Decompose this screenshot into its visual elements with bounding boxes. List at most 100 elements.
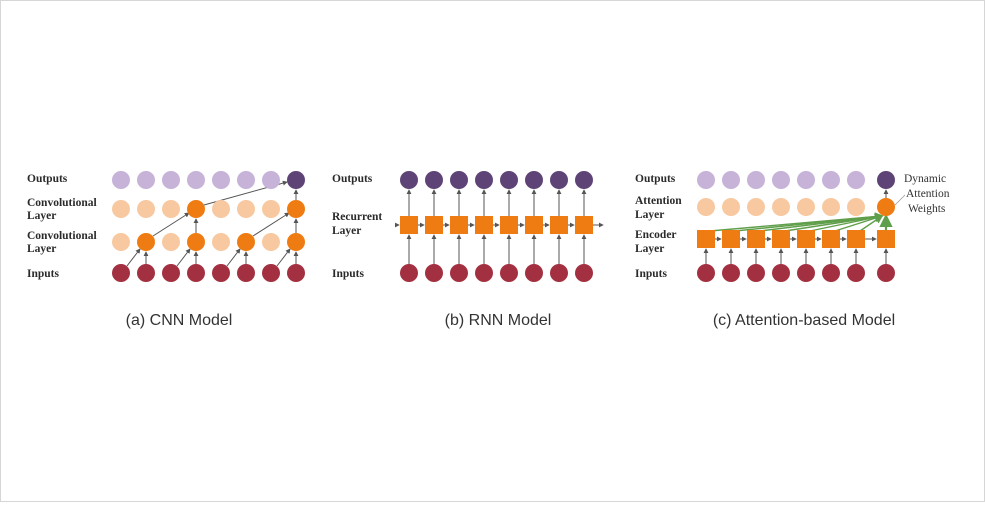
cnn-input-diagonal-edge bbox=[176, 248, 191, 267]
cnn-conv-bottom-node bbox=[187, 233, 205, 251]
cnn-conv-top-node bbox=[137, 200, 155, 218]
attention-inputs-label: Inputs bbox=[635, 268, 667, 280]
cnn-outputs-label: Outputs bbox=[27, 173, 68, 185]
rnn-output-node bbox=[525, 171, 543, 189]
cnn-conv-bottom-node bbox=[287, 233, 305, 251]
rnn-recurrent-label-line1: Recurrent bbox=[332, 211, 382, 223]
cnn-conv-diagonal-edge bbox=[152, 212, 190, 237]
rnn-input-node bbox=[475, 264, 493, 282]
attention-input-node bbox=[847, 264, 865, 282]
attention-output-node bbox=[747, 171, 765, 189]
attention-weight-edge bbox=[784, 212, 884, 232]
rnn-recurrent-node bbox=[500, 216, 518, 234]
cnn-conv-bottom-node bbox=[262, 233, 280, 251]
cnn-conv-bottom-node bbox=[137, 233, 155, 251]
cnn-conv-diagonal-edge bbox=[252, 212, 290, 237]
cnn-input-node bbox=[237, 264, 255, 282]
attention-outputs-label: Outputs bbox=[635, 173, 676, 185]
rnn-input-node bbox=[425, 264, 443, 282]
cnn-conv-bottom-node bbox=[212, 233, 230, 251]
rnn-connections bbox=[394, 189, 604, 264]
rnn-output-node bbox=[400, 171, 418, 189]
rnn-outputs-label: Outputs bbox=[332, 173, 373, 185]
cnn-nodes bbox=[112, 171, 305, 282]
encoder-node bbox=[877, 230, 895, 248]
cnn-conv-top-node bbox=[212, 200, 230, 218]
cnn-input-diagonal-edge bbox=[276, 248, 291, 267]
attention-layer-node bbox=[697, 198, 715, 216]
rnn-output-node bbox=[550, 171, 568, 189]
cnn-conv-top-node bbox=[287, 200, 305, 218]
rnn-recurrent-node bbox=[425, 216, 443, 234]
attention-output-node bbox=[697, 171, 715, 189]
cnn-input-node bbox=[112, 264, 130, 282]
rnn-input-node bbox=[400, 264, 418, 282]
encoder-node bbox=[747, 230, 765, 248]
attention-layer-node bbox=[747, 198, 765, 216]
cnn-output-node bbox=[212, 171, 230, 189]
attention-output-node bbox=[877, 171, 895, 189]
cnn-conv-bottom-label-line1: Convolutional bbox=[27, 230, 97, 242]
rnn-caption: (b) RNN Model bbox=[445, 312, 552, 329]
attention-weights-note-line3: Weights bbox=[908, 203, 946, 215]
encoder-node bbox=[697, 230, 715, 248]
cnn-conv-bottom-label-line2: Layer bbox=[27, 243, 56, 255]
attention-layer-node bbox=[822, 198, 840, 216]
cnn-conv-top-node bbox=[262, 200, 280, 218]
attention-output-node bbox=[797, 171, 815, 189]
attention-input-node bbox=[877, 264, 895, 282]
cnn-conv-top-node bbox=[237, 200, 255, 218]
attention-layer-node bbox=[847, 198, 865, 216]
rnn-input-node bbox=[575, 264, 593, 282]
attention-layer-label-line2: Layer bbox=[635, 209, 664, 221]
cnn-output-node bbox=[137, 171, 155, 189]
attention-output-node bbox=[847, 171, 865, 189]
attention-connections bbox=[703, 189, 906, 264]
attention-input-node bbox=[772, 264, 790, 282]
cnn-input-node bbox=[262, 264, 280, 282]
attention-input-node bbox=[697, 264, 715, 282]
encoder-node bbox=[797, 230, 815, 248]
cnn-input-node bbox=[287, 264, 305, 282]
cnn-input-node bbox=[162, 264, 180, 282]
attention-weights-note-line1: Dynamic bbox=[904, 173, 946, 185]
cnn-output-node bbox=[287, 171, 305, 189]
cnn-input-node bbox=[212, 264, 230, 282]
attention-output-node bbox=[822, 171, 840, 189]
cnn-conv-bottom-node bbox=[237, 233, 255, 251]
cnn-input-diagonal-edge bbox=[226, 248, 241, 267]
attention-input-node bbox=[797, 264, 815, 282]
cnn-output-node bbox=[237, 171, 255, 189]
encoder-node bbox=[822, 230, 840, 248]
cnn-panel: Outputs Convolutional Layer Convolutiona… bbox=[27, 171, 305, 329]
cnn-caption: (a) CNN Model bbox=[126, 312, 233, 329]
encoder-node bbox=[847, 230, 865, 248]
attention-layer-node bbox=[772, 198, 790, 216]
cnn-output-node bbox=[112, 171, 130, 189]
rnn-input-node bbox=[500, 264, 518, 282]
rnn-recurrent-node bbox=[450, 216, 468, 234]
cnn-output-node bbox=[162, 171, 180, 189]
attention-nodes bbox=[697, 171, 895, 282]
attention-layer-label-line1: Attention bbox=[635, 195, 682, 207]
rnn-nodes bbox=[400, 171, 593, 282]
attention-panel: Outputs Attention Layer Encoder Layer In… bbox=[635, 171, 950, 329]
attention-weight-edge bbox=[859, 215, 884, 232]
cnn-conv-top-node bbox=[112, 200, 130, 218]
rnn-recurrent-node bbox=[400, 216, 418, 234]
rnn-output-node bbox=[450, 171, 468, 189]
rnn-recurrent-node bbox=[525, 216, 543, 234]
rnn-input-node bbox=[525, 264, 543, 282]
cnn-input-diagonal-edge bbox=[126, 248, 141, 267]
rnn-output-node bbox=[475, 171, 493, 189]
cnn-input-node bbox=[187, 264, 205, 282]
cnn-input-node bbox=[137, 264, 155, 282]
rnn-output-node bbox=[425, 171, 443, 189]
cnn-output-node bbox=[262, 171, 280, 189]
rnn-input-node bbox=[450, 264, 468, 282]
attention-layer-node bbox=[797, 198, 815, 216]
rnn-input-node bbox=[550, 264, 568, 282]
cnn-connections bbox=[126, 180, 299, 267]
